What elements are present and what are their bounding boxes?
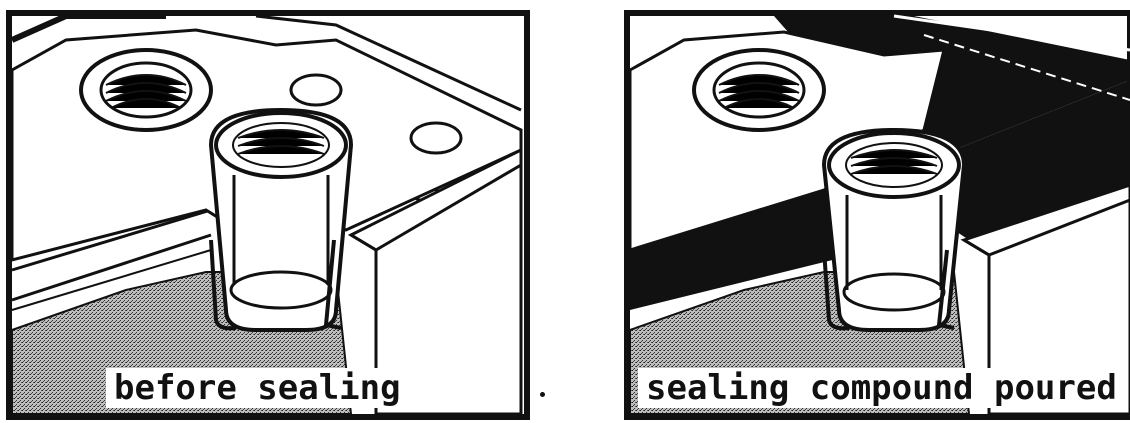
panel-sealing-compound-poured: sealing compound poured <box>624 10 1130 420</box>
caption-sealing-compound-poured: sealing compound poured <box>638 368 1125 408</box>
stray-dot <box>540 392 545 397</box>
battery-cutaway-illustration-sealed <box>624 10 1130 420</box>
panel-before-sealing: before sealing <box>6 10 530 420</box>
battery-cutaway-illustration <box>6 10 530 420</box>
caption-before-sealing: before sealing <box>106 368 409 408</box>
